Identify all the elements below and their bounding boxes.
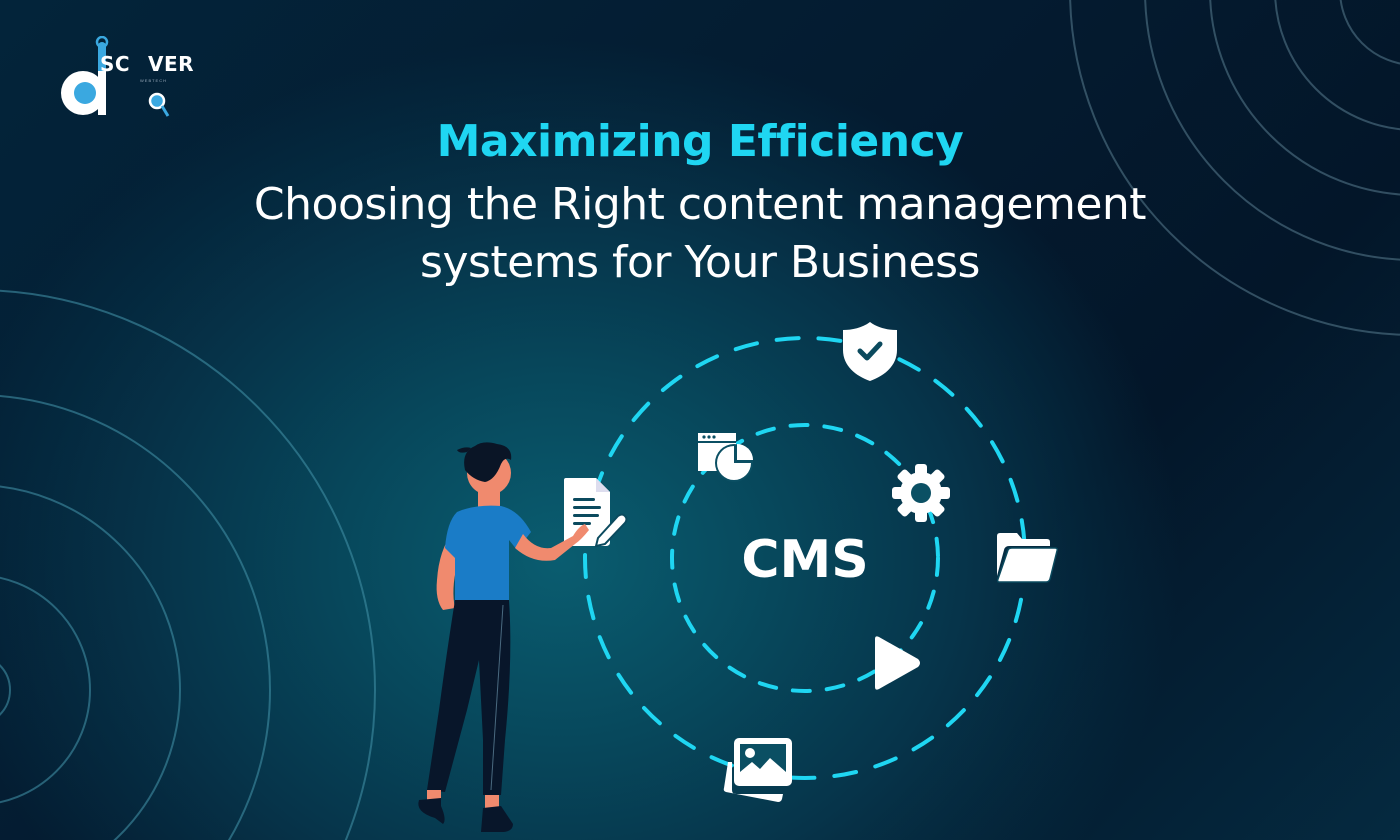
logo-mark bbox=[61, 36, 170, 117]
folder-icon bbox=[996, 533, 1058, 583]
subtitle-line-1: Choosing the Right content management bbox=[253, 179, 1147, 230]
cms-center-label: CMS bbox=[741, 530, 869, 590]
shield-check-icon bbox=[843, 322, 897, 381]
person-shoe-left bbox=[418, 798, 445, 824]
person-illustration bbox=[418, 442, 589, 832]
headline-subtitle: Choosing the Right content management sy… bbox=[0, 176, 1400, 292]
person-arm-right bbox=[515, 524, 589, 561]
document-edit-icon bbox=[564, 478, 628, 548]
subtitle-line-2: systems for Your Business bbox=[420, 237, 980, 288]
logo-subtext: WEBTECH bbox=[140, 78, 167, 83]
person-hair bbox=[464, 442, 512, 482]
person-shoe-right bbox=[481, 806, 513, 832]
gear-icon bbox=[892, 464, 950, 522]
image-gallery-icon bbox=[723, 738, 792, 802]
inner-dashed-ring bbox=[670, 423, 940, 693]
person-shirt bbox=[445, 505, 531, 600]
headline-title: Maximizing Efficiency bbox=[436, 116, 964, 167]
play-icon bbox=[875, 636, 920, 690]
analytics-dashboard-icon bbox=[698, 433, 753, 482]
person-pants bbox=[427, 600, 511, 795]
